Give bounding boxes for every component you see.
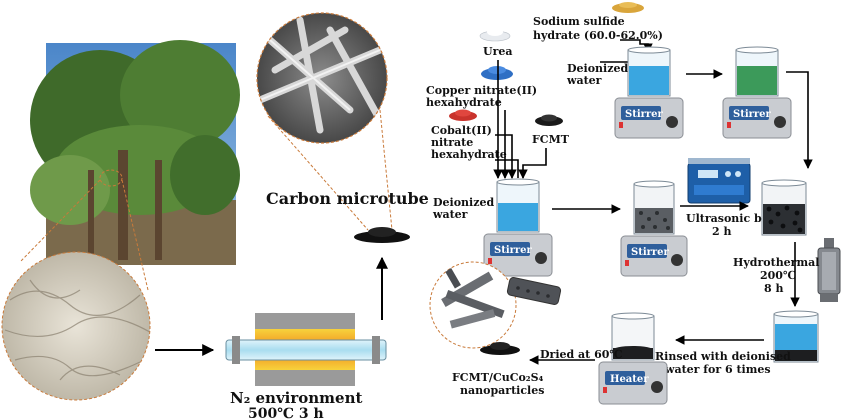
stirrer-3: Stirrer	[614, 46, 684, 139]
svg-text:water: water	[432, 208, 468, 221]
svg-text:Stirrer: Stirrer	[494, 245, 533, 256]
copper-nitrate-label: Copper nitrate(II)	[426, 84, 537, 97]
svg-text:2 h: 2 h	[712, 225, 731, 238]
ultrasonic-bath	[687, 158, 751, 204]
svg-text:Stirrer: Stirrer	[733, 109, 772, 120]
n2-environment-label: N₂ environment	[230, 389, 363, 407]
svg-text:200℃: 200℃	[760, 269, 796, 282]
svg-text:Stirrer: Stirrer	[625, 109, 664, 120]
cobalt-nitrate-label: Cobalt(II)	[431, 124, 492, 137]
svg-text:nanoparticles: nanoparticles	[460, 384, 544, 397]
product-label: FCMT/CuCo₂S₄	[452, 371, 544, 384]
svg-text:hexahydrate: hexahydrate	[431, 148, 507, 161]
product-closeup	[429, 261, 517, 349]
sodium-sulfide-label: Sodium sulfide	[533, 15, 625, 28]
svg-text:water for 6 times: water for 6 times	[664, 363, 771, 376]
rinsed-label: Rinsed with deionised	[655, 350, 791, 363]
svg-text:8 h: 8 h	[764, 282, 783, 295]
deionized-water-label-2: Deionized	[567, 62, 628, 75]
hydrothermal-label: Hydrothermal	[733, 256, 819, 269]
dried-label: Dried at 60℃	[540, 348, 623, 361]
deionized-water-label-1: Deionized	[433, 196, 494, 209]
svg-text:hydrate (60.0-62.0%): hydrate (60.0-62.0%)	[533, 29, 663, 42]
beaker-beads	[761, 179, 807, 236]
svg-text:water: water	[566, 74, 602, 87]
tree-photo	[30, 40, 240, 265]
heater: Heater	[598, 312, 668, 405]
stirrer-1: Stirrer	[483, 178, 553, 277]
carbon-microtube-label: Carbon microtube	[266, 189, 429, 208]
fcmt-label: FCMT	[532, 133, 570, 146]
tube-furnace	[225, 313, 387, 386]
zoom-line	[121, 179, 149, 291]
zoomed-tube	[506, 277, 562, 305]
svg-text:hexahydrate: hexahydrate	[426, 96, 502, 109]
svg-text:Heater: Heater	[610, 374, 649, 385]
ultrasonic-bath-label: Ultrasonic bath	[686, 212, 782, 225]
stirrer-2: Stirrer	[620, 180, 688, 277]
stirrer-4: Stirrer	[722, 46, 792, 139]
svg-text:Stirrer: Stirrer	[631, 247, 670, 258]
svg-text:nitrate: nitrate	[431, 136, 473, 149]
sem-image	[256, 12, 388, 144]
zoom-line	[19, 179, 101, 263]
autoclave	[817, 238, 841, 302]
urea-label: Urea	[483, 45, 513, 58]
temp-time-label: 500℃ 3 h	[248, 406, 324, 420]
cotton-closeup	[1, 251, 151, 401]
beaker-after-hydrothermal	[773, 310, 819, 363]
